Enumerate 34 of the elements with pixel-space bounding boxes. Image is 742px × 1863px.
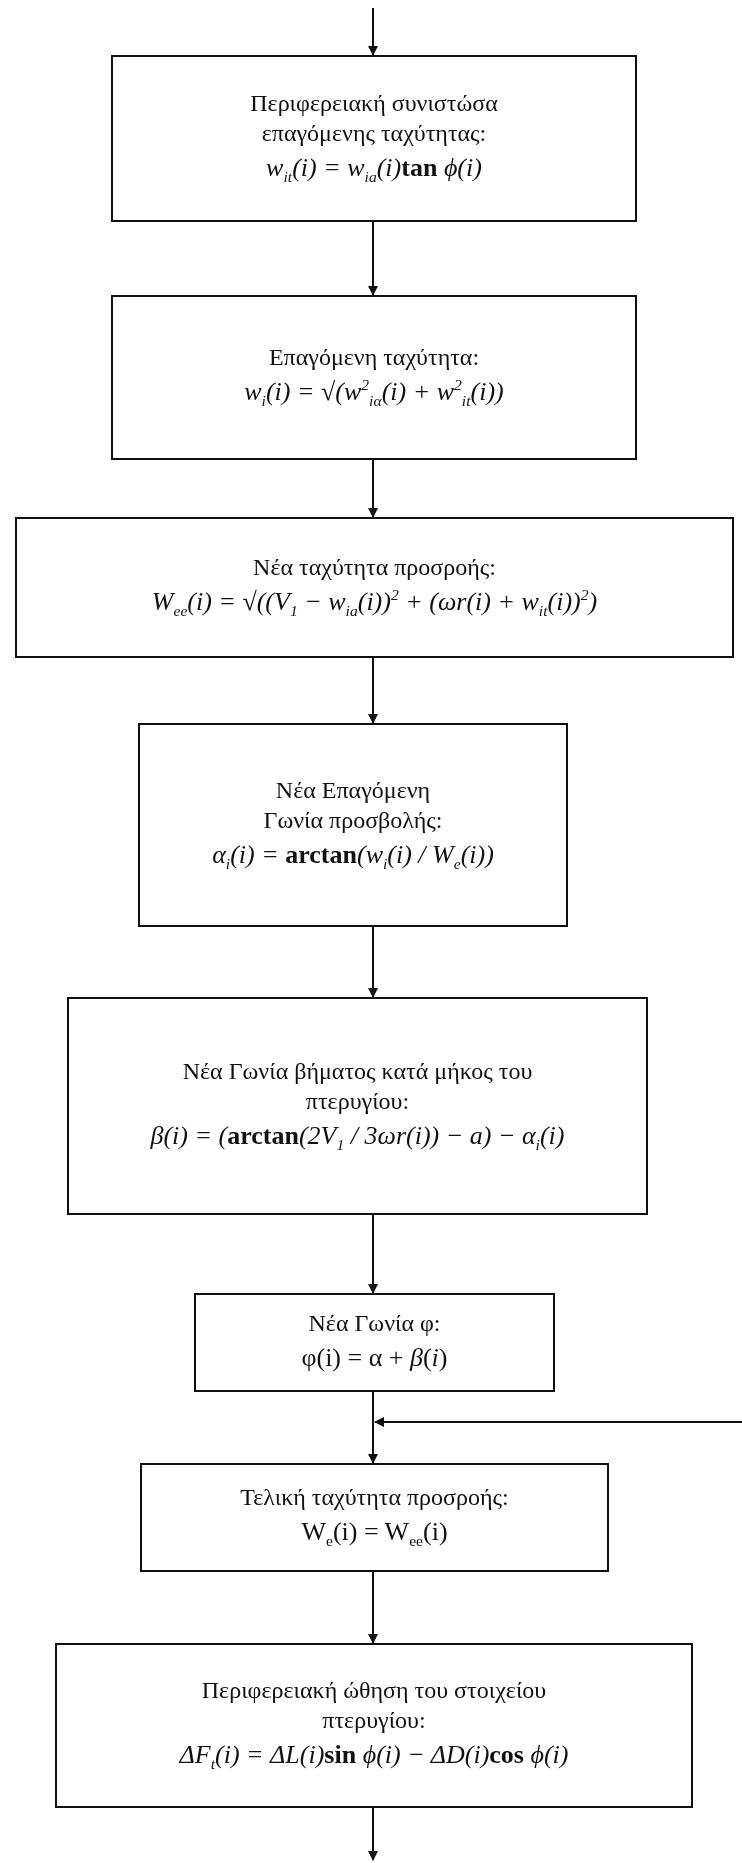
step-heading: Περιφερειακή ώθηση του στοιχείου πτερυγίου: xyxy=(200,1676,548,1736)
formula: w$_{i}$(i) = √(w$^{2}$$_{iα}$(i) + w$^{2}$$_{it}$(i)) xyxy=(244,375,504,412)
process-box xyxy=(138,723,568,927)
process-box xyxy=(67,997,648,1215)
arrow xyxy=(368,1571,378,1644)
step-heading: Περιφερειακή συνιστώσα επαγόμενης ταχύτητας: xyxy=(249,89,499,149)
process-box xyxy=(15,517,734,658)
step-heading: Νέα Γωνία φ: xyxy=(308,1309,441,1339)
formula: w$_{it}$(i) = w$_{ia}$(i)tan ϕ(i) xyxy=(266,152,482,188)
step-heading: Επαγόμενη ταχύτητα: xyxy=(268,343,480,373)
formula: W$_{e}$(i) = W$_{ee}$(i) xyxy=(301,1516,448,1552)
process-box xyxy=(140,1463,609,1572)
arrow xyxy=(374,1417,742,1427)
process-box xyxy=(111,55,637,222)
process-box xyxy=(111,295,637,460)
formula: α$_{i}$(i) = arctan(w$_{i}$(i) / W$_{e}$(i)) xyxy=(212,839,494,875)
step-heading: Νέα ταχύτητα προσροής: xyxy=(253,553,496,583)
arrow xyxy=(368,1214,378,1294)
process-box xyxy=(194,1293,555,1392)
process-box xyxy=(55,1643,693,1808)
step-heading: Τελική ταχύτητα προσροής: xyxy=(240,1483,509,1513)
arrow xyxy=(368,657,378,724)
arrow xyxy=(368,1807,378,1861)
arrow xyxy=(368,221,378,296)
formula: β(i) = (arctan(2V$_{1}$ / 3ωr(i)) − a) − α$_{i}$(i) xyxy=(150,1120,565,1156)
arrow xyxy=(368,926,378,998)
formula: W$_{ee}$(i) = √((V$_{1}$ − w$_{ia}$(i))$^{2}$ + (ωr(i) + w$_{it}$(i))$^{2}$) xyxy=(151,585,598,622)
arrow xyxy=(368,459,378,518)
formula: ΔF$_{t}$(i) = ΔL(i)sin ϕ(i) − ΔD(i)cos ϕ(i) xyxy=(179,1739,569,1775)
arrow xyxy=(368,1391,378,1464)
step-heading: Νέα Γωνία βήματος κατά μήκος του πτερυγίου: xyxy=(181,1057,534,1116)
step-heading: Νέα Επαγόμενη Γωνία προσβολής: xyxy=(262,776,444,835)
arrow xyxy=(368,7,378,56)
formula: φ(i) = α + β(i) xyxy=(301,1342,448,1375)
